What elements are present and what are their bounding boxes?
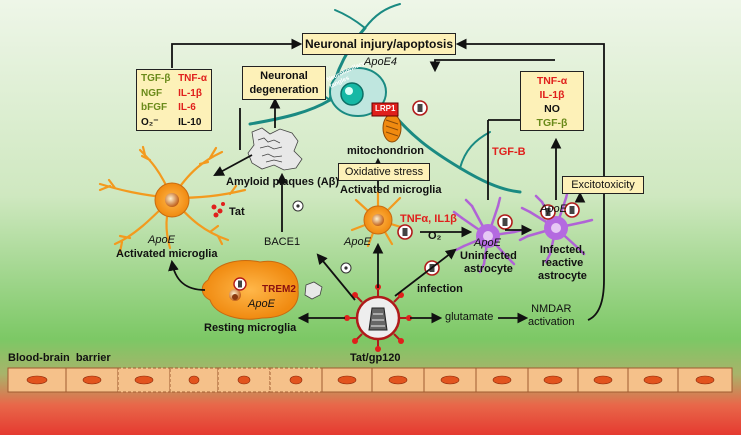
nmdar-line-2: activation (528, 316, 575, 328)
nmdar-label: NMDAR activation (528, 303, 574, 329)
apoe-resting-label: ApoE (248, 298, 275, 310)
resting-microglia-label: Resting microglia (204, 322, 297, 334)
mitochondrion-shape (382, 113, 402, 143)
apoe-left-label: ApoE (148, 234, 175, 246)
cytokine-bfgf: bFGF (141, 102, 168, 113)
neuron-nucleus (340, 82, 364, 106)
activated-microglia-left-label: Activated microglia (116, 248, 218, 260)
infected-astrocyte-label: Infected, reactive astrocyte (538, 244, 587, 283)
apoe4-label: ApoE4 (364, 56, 398, 68)
tnf-il1-label: TNFα, IL1β (400, 213, 457, 225)
cytokine-il-1beta: IL-1β (178, 87, 202, 99)
uninfected-astrocyte-shape (452, 196, 524, 274)
left-cytokine-col2: TNF-α IL-1β IL-6 IL-10 (178, 72, 207, 130)
neuronal-degeneration-box: Neuronal degeneration (242, 66, 326, 100)
oxidative-stress-label: Oxidative stress (344, 166, 424, 178)
right-cytokine-tnf-alpha: TNF-α (536, 75, 568, 87)
infected-astrocyte-shape (518, 188, 594, 264)
tgf-b-label: TGF-B (492, 146, 526, 158)
left-cytokine-box: TGF-β NGF bFGF O₂⁻ TNF-α IL-1β IL-6 IL-1… (136, 69, 212, 131)
apoe-uninfected-label: ApoE (474, 237, 501, 249)
apoe-center-label: ApoE (344, 236, 371, 248)
trem2-label: TREM2 (262, 284, 296, 295)
arrows (168, 38, 605, 324)
activated-microglia-center-shape (350, 190, 406, 248)
infected-line-3: astrocyte (538, 270, 587, 282)
blood-brain-barrier-label: Blood-brain barrier (8, 352, 111, 364)
glutamate-label: glutamate (445, 311, 494, 323)
left-cytokine-col1: TGF-β NGF bFGF O₂⁻ (141, 72, 170, 130)
excitotoxicity-box: Excitotoxicity (562, 176, 644, 194)
neuron-nucleolus (345, 87, 353, 95)
infection-label: infection (417, 283, 463, 295)
activated-microglia-left-shape (98, 145, 247, 254)
tat-gp120-virion (344, 284, 412, 352)
lrp1-label: LRP1 (375, 104, 396, 113)
tat-gp120-label: Tat/gp120 (350, 352, 401, 364)
uninfected-line-2: astrocyte (463, 263, 513, 275)
resting-microglia-shape (201, 260, 299, 320)
cytokine-ngf: NGF (141, 87, 163, 99)
uninfected-astrocyte-label: Uninfected astrocyte (460, 250, 517, 276)
uninfected-line-1: Uninfected (460, 250, 517, 262)
cytokine-o2: O₂⁻ (141, 116, 159, 128)
cytokine-tnf-alpha: TNF-α (178, 73, 207, 84)
right-cytokine-tgf-beta: TGF-β (536, 117, 568, 129)
tat-label: Tat (229, 206, 245, 218)
neuronal-injury-label: Neuronal injury/apoptosis (304, 37, 454, 51)
excitotoxicity-label: Excitotoxicity (571, 179, 635, 191)
tat-particles (211, 202, 225, 218)
degeneration-line-1: Neuronal (260, 70, 308, 82)
activated-microglia-center-label: Activated microglia (340, 184, 442, 196)
cytokine-tgf-beta: TGF-β (141, 73, 171, 84)
infected-line-1: Infected, (539, 244, 586, 256)
lrp1-receptor (371, 102, 399, 117)
cytokine-il-6: IL-6 (178, 102, 196, 113)
oxidative-stress-box: Oxidative stress (338, 163, 430, 181)
right-cytokine-il-1beta: IL-1β (539, 89, 565, 101)
right-cytokine-box: TNF-α IL-1β NO TGF-β (520, 71, 584, 131)
mitochondrion-label: mitochondrion (347, 145, 424, 157)
trem2-plaque-fragment (304, 281, 323, 300)
bace1-label: BACE1 (264, 236, 301, 248)
blood-brain-barrier-cells (7, 367, 733, 393)
o2-label: O₂ (428, 230, 442, 242)
amyloid-plaques-label: Amyloid plaques (Aβ) (226, 176, 340, 188)
right-cytokine-no: NO (544, 103, 560, 115)
cytokine-il-10: IL-10 (178, 116, 202, 128)
degeneration-line-2: degeneration (249, 84, 319, 96)
nmdar-line-1: NMDAR (531, 303, 572, 315)
apoe-infected-label: ApoE (540, 203, 567, 215)
infected-line-2: reactive (541, 257, 584, 269)
neuronal-injury-box: Neuronal injury/apoptosis (302, 33, 456, 55)
amyloid-plaque-shape (247, 127, 303, 171)
